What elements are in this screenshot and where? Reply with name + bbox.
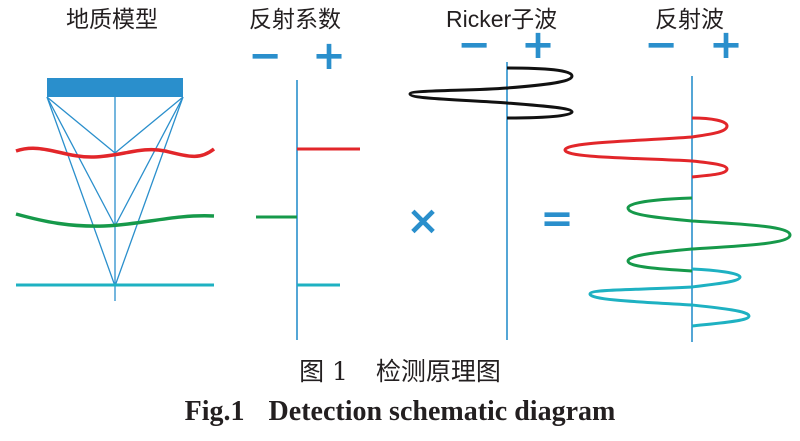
figure-caption-chinese: 图 1 检测原理图: [0, 352, 800, 388]
plus-sign: +: [521, 22, 555, 68]
figure-number-en: Fig.1: [184, 396, 245, 427]
layer-2-interface: [15, 212, 215, 228]
geology-model-title: 地质模型: [66, 7, 158, 33]
layer-1-interface: [15, 146, 216, 159]
minus-sign: −: [457, 22, 491, 68]
reflection-coefficient-title: 反射系数: [249, 7, 341, 33]
ray-paths: [46, 96, 184, 287]
figure-title-cn: 检测原理图: [375, 357, 501, 386]
equals-operator: =: [540, 196, 574, 242]
source-receiver-bar: [47, 78, 183, 97]
ricker-wavelet-title: Ricker子波: [446, 6, 557, 32]
trace-wavelet-1: [563, 116, 729, 179]
trace-wavelet-3: [588, 267, 751, 328]
plus-sign: +: [312, 33, 346, 79]
reflection-coefficient-panel: 反射系数 − +: [248, 7, 360, 340]
minus-sign: −: [248, 33, 282, 79]
geology-model-panel: 地质模型: [15, 7, 216, 301]
figure-number-cn: 图 1: [299, 357, 348, 386]
plus-sign: +: [709, 22, 743, 68]
figure-caption-english: Fig.1 Detection schematic diagram: [0, 396, 800, 428]
figure-title-en: Detection schematic diagram: [268, 396, 616, 427]
multiply-operator: ×: [406, 198, 440, 244]
ricker-wavelet-curve: [408, 66, 574, 120]
reflected-wave-panel: 反射波 − +: [563, 7, 792, 342]
trace-wavelet-2: [626, 196, 792, 273]
ricker-wavelet-panel: Ricker子波 − +: [408, 6, 574, 340]
minus-sign: −: [644, 22, 678, 68]
reflected-wave-title: 反射波: [655, 7, 724, 33]
